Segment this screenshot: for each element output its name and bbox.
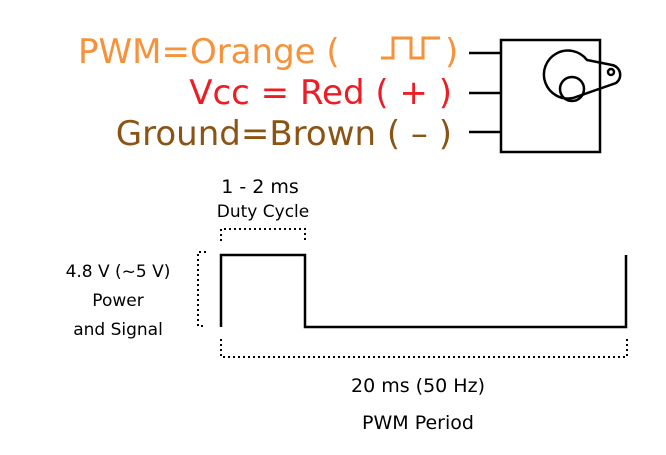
servo-body (499, 38, 602, 154)
period-label: PWM Period (362, 412, 474, 434)
voltage-bracket (197, 251, 206, 327)
pwm-wire-close: ) (445, 32, 458, 72)
duty-cycle-value: 1 - 2 ms (221, 176, 299, 198)
period-value: 20 ms (50 Hz) (351, 375, 485, 397)
duty-cycle-bracket (220, 228, 306, 241)
square-pulse-icon (381, 36, 440, 60)
wire-leads (469, 51, 501, 134)
servo-motor-icon (499, 38, 622, 154)
servo-horn-hole (606, 67, 616, 77)
pwm-wire-label: PWM=Orange ( (78, 32, 340, 72)
pwm-waveform (219, 253, 628, 329)
duty-cycle-label: Duty Cycle (217, 202, 309, 222)
servo-horn (542, 49, 622, 100)
servo-hub (558, 75, 586, 103)
vcc-wire-label: Vcc = Red ( + ) (189, 73, 452, 113)
voltage-label-signal: and Signal (73, 320, 163, 340)
voltage-value: 4.8 V (~5 V) (66, 262, 171, 282)
period-bracket (220, 339, 628, 358)
ground-wire-label: Ground=Brown ( – ) (116, 114, 452, 154)
dimension-brackets (197, 228, 628, 358)
voltage-label-power: Power (92, 291, 143, 311)
